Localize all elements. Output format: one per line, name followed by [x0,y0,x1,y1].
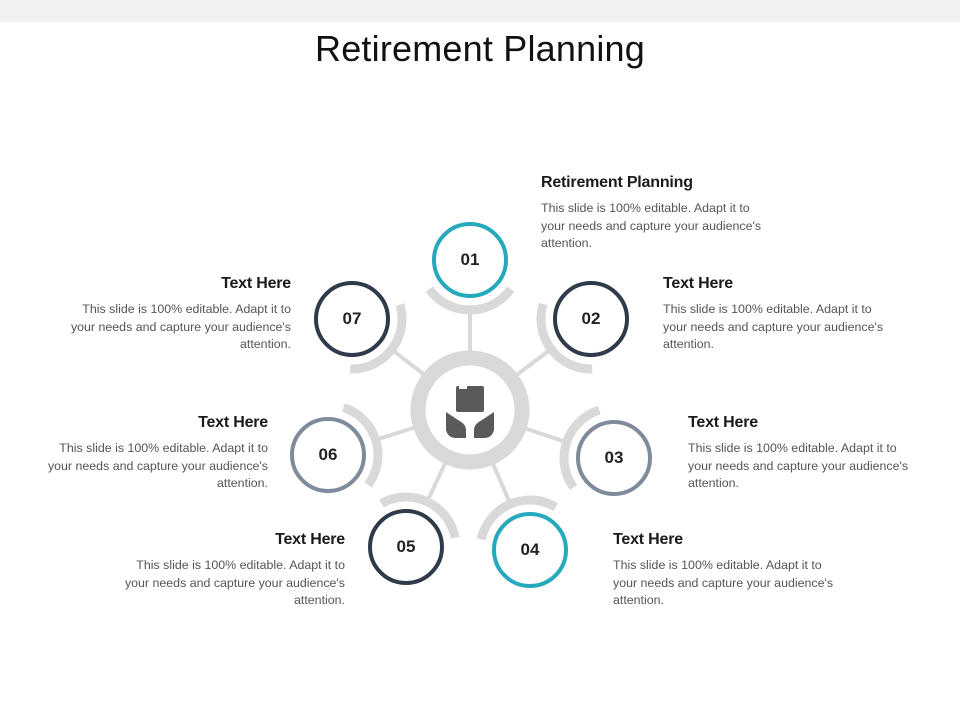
step-04-body: This slide is 100% editable. Adapt it to… [613,558,834,607]
step-01-body: This slide is 100% editable. Adapt it to… [541,201,762,250]
step-number-01: 01 [460,250,480,269]
step-04-block: Text Here This slide is 100% editable. A… [613,531,838,610]
step-07-heading: Text Here [221,275,291,292]
step-number-04: 04 [520,540,540,559]
step-02-block: Text Here This slide is 100% editable. A… [663,275,888,354]
arc-2 [536,302,593,374]
step-03-body: This slide is 100% editable. Adapt it to… [688,441,909,490]
arc-4 [476,495,559,541]
arc-7 [350,303,407,374]
step-05-body: This slide is 100% editable. Adapt it to… [124,558,345,607]
hands-holding-house-icon [446,384,494,438]
node-circle-7 [314,281,390,357]
step-06-heading: Text Here [198,414,268,431]
step-03-block: Text Here This slide is 100% editable. A… [688,414,913,493]
spoke-3 [524,426,570,445]
step-05-block: Text Here This slide is 100% editable. A… [120,531,345,610]
step-number-07: 07 [342,309,362,328]
step-03-heading: Text Here [688,414,758,431]
node-circle-1 [432,222,508,298]
step-01-block: Retirement Planning This slide is 100% e… [541,174,766,253]
spoke-7 [388,346,426,377]
spoke-4 [491,462,513,507]
step-02-heading: Text Here [663,275,733,292]
top-strip [0,0,960,22]
node-circle-6 [290,417,366,493]
arc-6 [341,403,383,488]
step-06-body: This slide is 100% editable. Adapt it to… [47,441,268,490]
spoke-6 [373,425,416,443]
step-07-body: This slide is 100% editable. Adapt it to… [70,302,291,351]
arc-5 [379,492,460,539]
step-nodes [290,222,652,588]
step-05-heading: Text Here [275,531,345,548]
step-07-block: Text Here This slide is 100% editable. A… [66,275,291,354]
node-circle-5 [368,509,444,585]
step-01-heading: Retirement Planning [541,174,693,191]
step-number-03: 03 [604,448,624,467]
step-number-05: 05 [396,537,416,556]
node-circle-4 [492,512,568,588]
arc-3 [559,405,601,491]
node-circle-2 [553,281,629,357]
slide-title: Retirement Planning [315,28,645,69]
arc-1 [425,286,515,315]
step-04-heading: Text Here [613,531,683,548]
gray-arcs [341,286,601,541]
spoke-2 [515,346,554,377]
step-06-block: Text Here This slide is 100% editable. A… [43,414,268,493]
step-02-body: This slide is 100% editable. Adapt it to… [663,302,884,351]
spoke-5 [424,461,448,505]
step-number-06: 06 [318,445,338,464]
step-number-02: 02 [581,309,601,328]
spokes [373,308,570,507]
node-circle-3 [576,420,652,496]
